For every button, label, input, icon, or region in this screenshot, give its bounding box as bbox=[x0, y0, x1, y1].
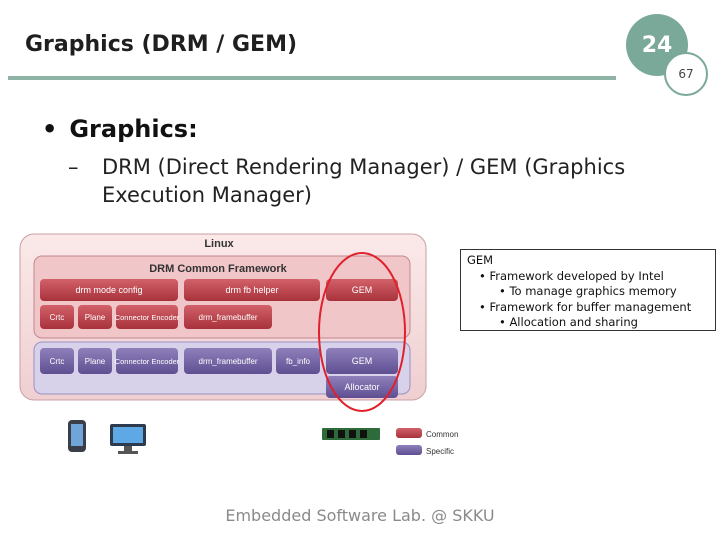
memory-module-icon bbox=[322, 428, 380, 440]
gem-description-item: • Framework developed by Intel bbox=[479, 268, 664, 283]
total-pages-badge: 67 bbox=[664, 52, 708, 96]
block-gem-specific bbox=[326, 348, 398, 374]
block-crtc-specific-label: Crtc bbox=[50, 357, 65, 366]
legend-specific-label: Specific bbox=[426, 447, 454, 456]
title-underline bbox=[8, 76, 616, 80]
gem-description-item: • Framework for buffer management bbox=[479, 299, 692, 314]
block-plane-common bbox=[78, 305, 112, 329]
gem-description-item: • To manage graphics memory bbox=[499, 284, 677, 298]
linux-label: Linux bbox=[204, 238, 234, 250]
block-allocator-label: Allocator bbox=[344, 382, 379, 392]
block-plane-specific-label: Plane bbox=[85, 357, 106, 366]
legend-specific-swatch bbox=[396, 445, 422, 455]
sub-bullet-marker: – bbox=[68, 155, 79, 179]
block-gem-common bbox=[326, 279, 398, 301]
block-connector-encoder-specific-label: Connector Encoder bbox=[115, 357, 180, 366]
drm-common-framework-label: DRM Common Framework bbox=[149, 263, 287, 275]
gem-description-heading: GEM bbox=[467, 253, 494, 267]
block-drm-fb-helper-label: drm fb helper bbox=[225, 285, 278, 295]
block-gem-specific-label: GEM bbox=[352, 356, 373, 366]
block-crtc-common bbox=[40, 305, 74, 329]
block-drm-mode-config-label: drm mode config bbox=[75, 285, 142, 295]
block-gem-common-label: GEM bbox=[352, 285, 373, 295]
block-crtc-specific bbox=[40, 348, 74, 374]
sub-bullet-drm-gem: – DRM (Direct Rendering Manager) / GEM (… bbox=[68, 153, 658, 209]
block-connector-encoder-common-label: Connector Encoder bbox=[115, 313, 180, 322]
gem-highlight-ellipse bbox=[318, 252, 406, 412]
block-drm-framebuffer-specific bbox=[184, 348, 272, 374]
block-crtc-common-label: Crtc bbox=[50, 313, 65, 322]
block-connector-encoder-specific bbox=[116, 348, 178, 374]
block-allocator bbox=[326, 376, 398, 398]
block-plane-common-label: Plane bbox=[85, 313, 106, 322]
slide-footer: Embedded Software Lab. @ SKKU bbox=[225, 506, 495, 525]
legend-common-swatch bbox=[396, 428, 422, 438]
block-drm-framebuffer-common-label: drm_framebuffer bbox=[199, 313, 258, 322]
page-number-badge: 24 bbox=[626, 14, 688, 76]
block-plane-specific bbox=[78, 348, 112, 374]
block-drm-fb-helper bbox=[184, 279, 320, 301]
legend-common-label: Common bbox=[426, 430, 458, 439]
block-fb-info bbox=[276, 348, 320, 374]
block-fb-info-label: fb_info bbox=[286, 357, 311, 366]
bullet-graphics: • Graphics: bbox=[42, 115, 198, 143]
drm-architecture-diagram: Linux DRM Common Framework drm mode conf… bbox=[19, 233, 458, 456]
block-connector-encoder-common bbox=[116, 305, 178, 329]
gem-description-box: GEM • Framework developed by Intel • To … bbox=[460, 249, 716, 331]
block-drm-mode-config bbox=[40, 279, 178, 301]
smartphone-icon bbox=[68, 420, 86, 452]
block-drm-framebuffer-common bbox=[184, 305, 272, 329]
block-drm-framebuffer-specific-label: drm_framebuffer bbox=[199, 357, 258, 366]
monitor-icon bbox=[110, 424, 146, 454]
sub-bullet-text: DRM (Direct Rendering Manager) / GEM (Gr… bbox=[102, 155, 626, 207]
bullet-graphics-text: Graphics: bbox=[69, 115, 198, 143]
gem-description-item: • Allocation and sharing bbox=[499, 315, 638, 329]
slide-title: Graphics (DRM / GEM) bbox=[25, 32, 298, 57]
bullet-marker: • bbox=[42, 115, 58, 143]
